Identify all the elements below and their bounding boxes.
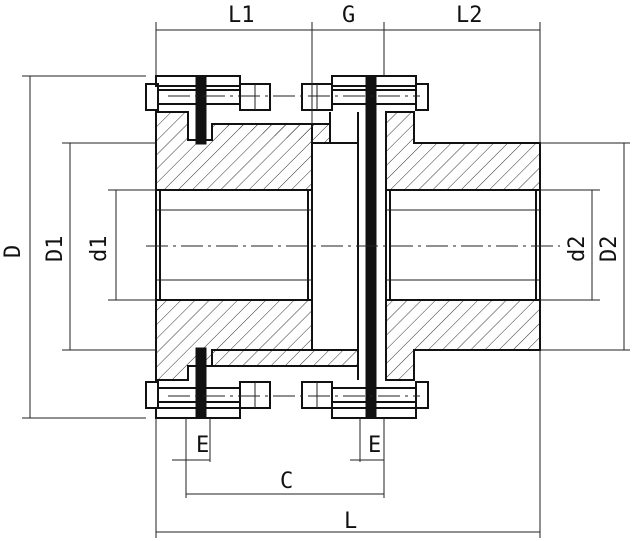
bolt-center-bottom bbox=[301, 381, 429, 419]
right-hub-bore bbox=[385, 189, 541, 301]
label-E-right: E bbox=[368, 433, 381, 458]
label-d2: d2 bbox=[565, 236, 590, 263]
label-d1: d1 bbox=[87, 236, 112, 263]
label-L: L bbox=[344, 509, 357, 534]
label-E-left: E bbox=[196, 433, 209, 458]
bolt-left-bottom bbox=[145, 381, 271, 419]
label-D1: D1 bbox=[43, 236, 68, 263]
label-D2: D2 bbox=[597, 236, 622, 263]
bolt-left-top bbox=[145, 75, 271, 111]
label-C: C bbox=[280, 469, 293, 494]
label-D: D bbox=[1, 245, 26, 258]
label-G: G bbox=[342, 3, 355, 28]
center-disc-pack bbox=[365, 75, 377, 419]
right-hub-lower bbox=[385, 299, 541, 381]
label-L2: L2 bbox=[456, 3, 483, 28]
left-hub-lower bbox=[155, 299, 313, 381]
label-L1: L1 bbox=[228, 3, 255, 28]
right-hub-upper bbox=[385, 111, 541, 191]
bolt-center-top bbox=[301, 75, 429, 111]
left-hub-bore bbox=[155, 189, 313, 301]
left-flange-extension-lower bbox=[212, 349, 359, 367]
